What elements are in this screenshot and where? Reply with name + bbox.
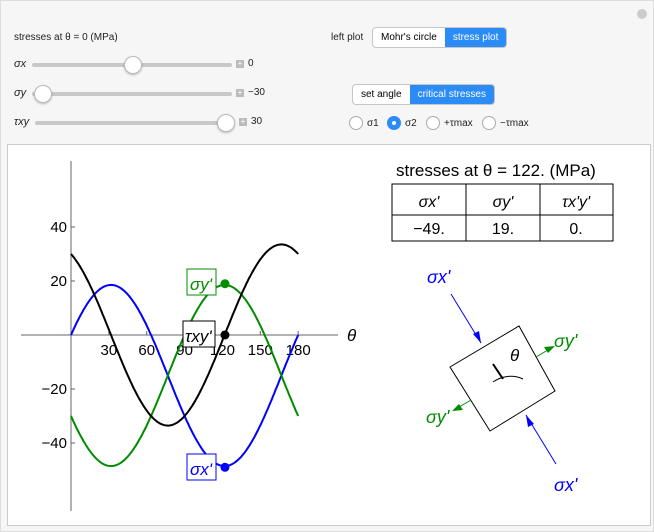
left-plot-label: left plot — [331, 32, 364, 43]
option-mohrs-circle[interactable]: Mohr's circle — [381, 32, 437, 43]
tau-label: τxy' — [185, 327, 212, 346]
sigma-x-curve — [70, 283, 300, 468]
slider-value-sy: −30 — [248, 87, 265, 98]
y-tick-label: 40 — [50, 219, 67, 236]
sigma-y-label: σy' — [190, 275, 213, 294]
table-value-txy: 0. — [569, 221, 582, 238]
x-tick-label: 30 — [101, 342, 118, 359]
radio-label-minus-tau-max: −τmax — [500, 118, 529, 129]
table-header-sx: σx' — [419, 194, 441, 211]
slider-thumb[interactable] — [217, 114, 235, 132]
tau-marker — [220, 330, 230, 340]
radio-plus-tau-max[interactable] — [426, 116, 440, 130]
y-tick-label: 20 — [50, 273, 67, 290]
plus-icon[interactable]: + — [236, 88, 244, 97]
slider-label-txy: τxy — [14, 116, 30, 128]
element-sy-right-label: σy' — [554, 331, 578, 351]
controls-heading: stresses at θ = 0 (MPa) — [14, 32, 118, 43]
slider-thumb[interactable] — [124, 56, 142, 74]
table-header-sy: σy' — [493, 194, 515, 211]
tau-curve — [70, 243, 299, 427]
theta-label: θ — [510, 346, 520, 365]
stress-table: σx' σy' τx'y' −49. 19. 0. — [391, 183, 614, 242]
element-sx-top-label: σx' — [427, 267, 451, 287]
option-set-angle[interactable]: set angle — [361, 89, 402, 100]
y-tick-label: −20 — [42, 381, 67, 398]
table-title: stresses at θ = 122. (MPa) — [396, 161, 596, 180]
x-tick-label: 60 — [138, 342, 155, 359]
x-axis-label: θ — [347, 326, 357, 345]
angle-arc — [492, 375, 524, 383]
element-sx-bottom-label: σx' — [554, 475, 578, 495]
radio-sigma2[interactable] — [387, 116, 401, 130]
arrowhead — [526, 415, 534, 427]
table-value-sx: −49. — [413, 221, 445, 238]
sigma-x-marker — [220, 462, 230, 472]
radio-sigma1[interactable] — [349, 116, 363, 130]
radio-label-sigma2: σ2 — [405, 118, 417, 129]
slider-sx[interactable] — [32, 56, 232, 74]
arrowhead — [452, 404, 463, 411]
tau-label-box — [182, 320, 216, 348]
element-sy-left-label: σy' — [426, 407, 450, 427]
slider-txy[interactable] — [35, 114, 235, 132]
radio-minus-tau-max[interactable] — [482, 116, 496, 130]
sigma-x-label: σx' — [190, 460, 213, 479]
left-plot-toggle: Mohr's circle stress plot — [372, 27, 508, 48]
angle-ref-line — [492, 363, 504, 380]
sigma-x-label-box — [186, 453, 217, 481]
add-icon[interactable] — [637, 9, 647, 19]
slider-value-txy: 30 — [251, 116, 263, 127]
slider-label-sx: σx — [14, 58, 27, 70]
slider-value-sx: 0 — [248, 58, 254, 69]
slider-thumb[interactable] — [34, 85, 52, 103]
option-stress-plot[interactable]: stress plot — [444, 28, 507, 47]
sigma-y-marker — [220, 279, 230, 289]
plus-icon[interactable]: + — [239, 117, 247, 126]
sigma-y-curve — [70, 283, 300, 468]
sigma-y-label-box — [186, 268, 217, 296]
x-tick-label: 150 — [248, 342, 273, 359]
radio-label-plus-tau-max: +τmax — [444, 118, 473, 129]
arrowhead — [473, 331, 481, 343]
plus-icon[interactable]: + — [236, 59, 244, 68]
option-critical-stresses[interactable]: critical stresses — [409, 85, 494, 104]
stress-element-diagram: θ σx' σx' σy' σy' — [426, 267, 578, 495]
y-tick-label: −40 — [42, 435, 67, 452]
slider-label-sy: σy — [14, 87, 27, 99]
table-header-txy: τx'y' — [562, 194, 591, 211]
mode-toggle: set angle critical stresses — [352, 84, 495, 105]
radio-label-sigma1: σ1 — [367, 118, 379, 129]
table-value-sy: 19. — [492, 221, 514, 238]
x-tick-label: 180 — [286, 342, 311, 359]
slider-sy[interactable] — [32, 85, 232, 103]
arrowhead — [544, 346, 555, 353]
